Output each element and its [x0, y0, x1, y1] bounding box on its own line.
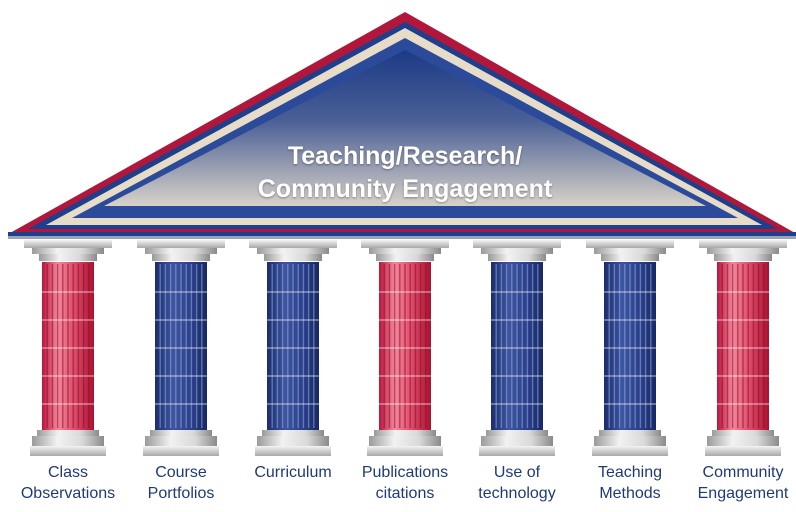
pillar-label-line1: Course	[155, 464, 207, 481]
pillar-capital-neck	[601, 254, 659, 261]
pillar-label-class-observations: Class Observations	[12, 462, 124, 504]
pillar-base-mid	[369, 436, 441, 446]
pillar-label-line1: Community	[702, 464, 784, 481]
pillar-label-line2: Engagement	[697, 485, 789, 502]
pillar-label-line2: citations	[375, 485, 435, 502]
pillar	[586, 240, 674, 456]
pillar-base-top	[37, 430, 99, 436]
pillar-base-mid	[32, 436, 104, 446]
pillar-base-plinth	[479, 446, 555, 456]
pillar-base-top	[262, 430, 324, 436]
roof-base-grey	[8, 236, 796, 239]
pillar-base-top	[486, 430, 548, 436]
roof-inner-panel	[104, 50, 706, 206]
pillar-base-mid	[481, 436, 553, 446]
pillar-capital-mid	[594, 248, 666, 254]
pillar-base-top	[150, 430, 212, 436]
pillar-capital-neck	[152, 254, 210, 261]
pillar-capital-top	[249, 240, 337, 248]
pillar-label-line2: Observations	[20, 485, 116, 502]
pillar-label-line1: Teaching	[597, 464, 663, 481]
pillar-label-use-of-technology: Use of technology	[461, 462, 573, 504]
pillar-label-line1: Curriculum	[254, 464, 332, 481]
pillar-capital-mid	[145, 248, 217, 254]
pillar-base-top	[599, 430, 661, 436]
pillar-label-line2: technology	[478, 485, 556, 502]
pillar-capital-top	[473, 240, 561, 248]
pillar-base-mid	[707, 436, 779, 446]
pillar-capital-top	[24, 240, 112, 248]
pillar-base-mid	[594, 436, 666, 446]
pillar-capital-mid	[481, 248, 553, 254]
pillar	[473, 240, 561, 456]
pillar	[249, 240, 337, 456]
pillar-label-teaching-methods: Teaching Methods	[574, 462, 686, 504]
pillars-group	[24, 240, 787, 456]
pillar-base-plinth	[30, 446, 106, 456]
pillar-base-mid	[257, 436, 329, 446]
pillar-label-line1: Use of	[493, 464, 541, 481]
pillar-capital-mid	[707, 248, 779, 254]
roof-title-line2: Community Engagement	[257, 175, 553, 203]
pillar	[24, 240, 112, 456]
pillar-capital-top	[361, 240, 449, 248]
pillar-label-publications-citations: Publications citations	[349, 462, 461, 504]
pillar-capital-neck	[714, 254, 772, 261]
roof-title: Teaching/Research/ Community Engagement	[160, 140, 650, 206]
pillar	[699, 240, 787, 456]
pillar-base-plinth	[255, 446, 331, 456]
roof-title-line1: Teaching/Research/	[287, 142, 523, 170]
pillar-label-line2: Methods	[599, 485, 661, 502]
pillar-capital-top	[586, 240, 674, 248]
pillar-base-plinth	[705, 446, 781, 456]
pillar-capital-neck	[39, 254, 97, 261]
pillar-label-line1: Class	[47, 464, 88, 481]
pillar-capital-top	[699, 240, 787, 248]
pillar-label-line1: Publications	[361, 464, 449, 481]
pillar-capital-mid	[369, 248, 441, 254]
pillar-base-mid	[145, 436, 217, 446]
roof-base-strip	[8, 232, 796, 238]
pillar-base-plinth	[367, 446, 443, 456]
pillar-label-curriculum: Curriculum	[237, 462, 349, 483]
pillar-label-course-portfolios: Course Portfolios	[125, 462, 237, 504]
pillar	[361, 240, 449, 456]
pillar-base-top	[374, 430, 436, 436]
pillar-capital-top	[137, 240, 225, 248]
roof-pediment	[8, 12, 796, 239]
pillar-label-community-engagement: Community Engagement	[687, 462, 796, 504]
pillar-capital-neck	[488, 254, 546, 261]
pillar-capital-mid	[32, 248, 104, 254]
pillar-capital-neck	[376, 254, 434, 261]
pillar-capital-mid	[257, 248, 329, 254]
pillar-base-plinth	[592, 446, 668, 456]
pillar-base-plinth	[143, 446, 219, 456]
pillar-capital-neck	[264, 254, 322, 261]
pillar-label-line2: Portfolios	[147, 485, 215, 502]
pillar	[137, 240, 225, 456]
pillar-base-top	[712, 430, 774, 436]
